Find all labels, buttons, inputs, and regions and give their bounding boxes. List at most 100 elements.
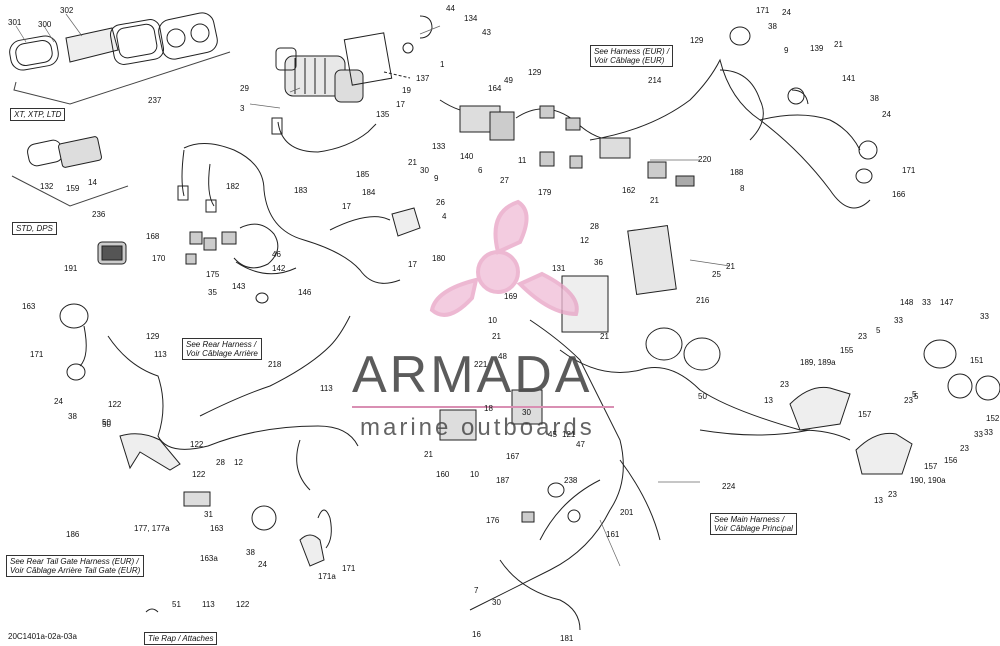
- part-label: 23: [780, 380, 789, 389]
- part-label: 113: [320, 384, 333, 393]
- part-label: 47: [576, 440, 585, 449]
- part-label: 218: [268, 360, 282, 369]
- part-label: 133: [432, 142, 446, 151]
- callout-std-dps: STD, DPS: [12, 222, 57, 235]
- part-label: 142: [272, 264, 286, 273]
- part-label: 50: [102, 418, 111, 427]
- callout-text: Tie Rap / Attaches: [148, 634, 214, 643]
- part-label: 122: [236, 600, 250, 609]
- part-label: 167: [506, 452, 520, 461]
- part-label: 12: [234, 458, 243, 467]
- part-label: 46: [272, 250, 281, 259]
- part-label: 5: [914, 392, 919, 401]
- part-label: 35: [208, 288, 217, 297]
- part-label: 49: [504, 76, 513, 85]
- part-label: 36: [594, 258, 603, 267]
- part-label: 187: [496, 476, 510, 485]
- callout-harness-eur: See Harness (EUR) /Voir Câblage (EUR): [590, 45, 674, 67]
- part-label: 29: [240, 84, 249, 93]
- part-label: 163a: [200, 554, 218, 563]
- part-label: 7: [474, 586, 479, 595]
- part-label: 25: [712, 270, 721, 279]
- part-label: 141: [842, 74, 856, 83]
- part-label: 24: [258, 560, 267, 569]
- callout-tie-rap: Tie Rap / Attaches: [144, 632, 218, 645]
- part-label: 135: [376, 110, 390, 119]
- part-label: 214: [648, 76, 662, 85]
- part-label: 166: [892, 190, 906, 199]
- part-label: 129: [528, 68, 542, 77]
- part-label: 1: [440, 60, 445, 69]
- part-label: 177, 177a: [134, 524, 170, 533]
- part-label: 33: [922, 298, 931, 307]
- part-label: 146: [298, 288, 312, 297]
- part-label: 33: [980, 312, 989, 321]
- callout-xt-xtp-ltd: XT, XTP, LTD: [10, 108, 66, 121]
- part-label: 14: [88, 178, 97, 187]
- part-label: 201: [620, 508, 634, 517]
- part-label: 33: [984, 428, 993, 437]
- part-label: 11: [518, 156, 527, 165]
- part-label: 168: [146, 232, 160, 241]
- part-label: 171: [30, 350, 44, 359]
- part-label: 143: [232, 282, 246, 291]
- part-label: 23: [904, 396, 913, 405]
- part-label: 159: [66, 184, 80, 193]
- part-label: 21: [408, 158, 417, 167]
- part-label: 188: [730, 168, 744, 177]
- callout-text: See Rear Harness /: [186, 340, 257, 349]
- part-label: 9: [434, 174, 439, 183]
- part-label: 30: [492, 598, 501, 607]
- part-label: 17: [342, 202, 351, 211]
- callout-rear-harness: See Rear Harness /Voir Câblage Arrière: [182, 338, 262, 360]
- part-label: 43: [482, 28, 491, 37]
- part-label: 24: [882, 110, 891, 119]
- part-label: 21: [650, 196, 659, 205]
- part-label: 152: [986, 414, 1000, 423]
- part-label: 38: [246, 548, 255, 557]
- callout-text: Voir Câblage Arrière: [186, 349, 258, 358]
- part-label: 175: [206, 270, 220, 279]
- diagram-code: 20C1401a-02a-03a: [8, 632, 77, 641]
- part-label: 163: [210, 524, 224, 533]
- winch: [275, 47, 364, 103]
- part-label: 176: [486, 516, 500, 525]
- callout-text: Voir Câblage Principal: [714, 524, 793, 533]
- part-label: 179: [538, 188, 552, 197]
- gauge-cover-300: [65, 27, 119, 63]
- part-label: 191: [64, 264, 78, 273]
- part-label: 10: [488, 316, 497, 325]
- part-label: 169: [504, 292, 518, 301]
- part-label: 3: [240, 104, 245, 113]
- part-label: 151: [970, 356, 984, 365]
- part-label: 28: [216, 458, 225, 467]
- part-label: 171a: [318, 572, 336, 581]
- part-label: 216: [696, 296, 710, 305]
- part-label: 156: [944, 456, 958, 465]
- part-label: 16: [472, 630, 481, 639]
- part-label: 237: [148, 96, 162, 105]
- part-label: 180: [432, 254, 446, 263]
- part-label: 19: [402, 86, 411, 95]
- part-label: 30: [420, 166, 429, 175]
- part-label: 21: [600, 332, 609, 341]
- part-label: 6: [478, 166, 483, 175]
- part-label: 171: [342, 564, 356, 573]
- part-label: 171: [902, 166, 916, 175]
- part-label: 137: [416, 74, 430, 83]
- part-label: 21: [726, 262, 735, 271]
- part-label: 162: [622, 186, 636, 195]
- part-label: 189, 189a: [800, 358, 836, 367]
- part-label: 33: [894, 316, 903, 325]
- part-label: 38: [870, 94, 879, 103]
- watermark-brand: ARMADA: [352, 346, 593, 404]
- part-label: 21: [424, 450, 433, 459]
- part-label: 27: [500, 176, 509, 185]
- part-label: 301: [8, 18, 22, 27]
- part-label: 190, 190a: [910, 476, 946, 485]
- part-label: 161: [606, 530, 620, 539]
- part-label: 38: [768, 22, 777, 31]
- part-label: 5: [912, 390, 917, 399]
